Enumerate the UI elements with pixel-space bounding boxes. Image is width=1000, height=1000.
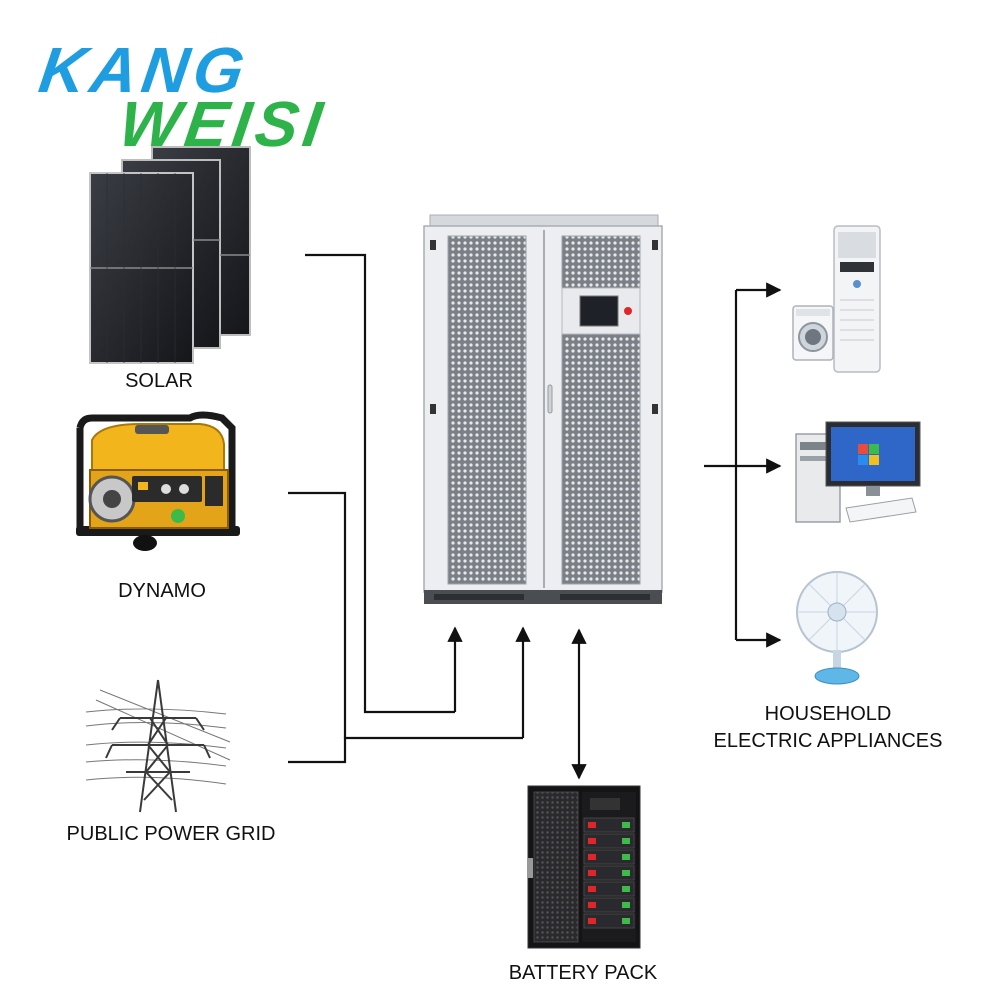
power-pylon-icon bbox=[85, 679, 231, 813]
source-label-dynamo: DYNAMO bbox=[118, 580, 206, 602]
source-wiring bbox=[288, 253, 523, 764]
output-wiring bbox=[704, 290, 738, 640]
battery-rack-icon bbox=[527, 785, 641, 949]
washing-machine-icon bbox=[792, 305, 834, 361]
battery-label: BATTERY PACK bbox=[509, 962, 658, 984]
computer-icon bbox=[795, 421, 921, 523]
generator-icon bbox=[76, 411, 240, 551]
source-label-solar: SOLAR bbox=[125, 370, 193, 392]
air-conditioner-icon bbox=[833, 225, 881, 373]
solar-panel-icon bbox=[89, 146, 251, 364]
inverter-cabinet-icon bbox=[423, 214, 663, 604]
loads-label-line2: ELECTRIC APPLIANCES bbox=[714, 730, 943, 752]
loads-label-line1: HOUSEHOLD bbox=[765, 703, 892, 725]
fan-icon bbox=[796, 571, 878, 685]
source-label-grid: PUBLIC POWER GRID bbox=[67, 823, 276, 845]
